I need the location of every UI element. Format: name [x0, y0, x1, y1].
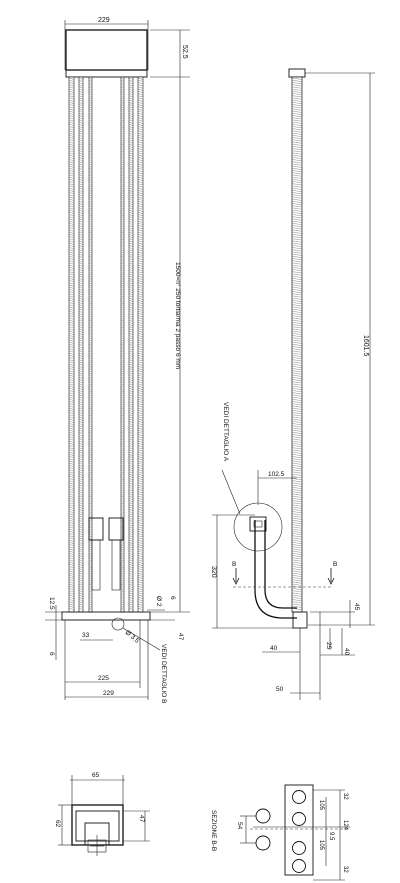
section-mid-dim1: 105 [318, 800, 324, 811]
side-right-small2: 25 [325, 642, 332, 650]
section-bottom-dim: 32 [342, 866, 348, 873]
front-detail-ref: VEDI DETTAGLIO B [160, 644, 167, 703]
section-mid-dim2: 124 [342, 820, 348, 831]
front-overall-height: 1500=n° 250 tortiarma 2 passo 6 mm [174, 262, 182, 369]
bl-side: 47 [138, 815, 145, 823]
bl-height: 62 [54, 820, 61, 828]
section-view: SEZIONE B-B 54 32 105 124 9.5 105 32 [210, 784, 350, 881]
front-bottom-width-outer: 229 [103, 690, 114, 697]
section-arrow-icon [232, 568, 240, 585]
front-inner-offset: 33 [82, 632, 90, 639]
side-overall-height: 1601.5 [362, 335, 369, 357]
front-view: 229 52.5 1500=n° 250 tortiarma 2 passo 6… [45, 17, 190, 703]
front-tube-dia: Ø 2 [155, 596, 162, 607]
side-offset-top: 102.5 [268, 471, 285, 478]
side-height-left: 320 [210, 566, 217, 578]
section-arrow-icon [327, 568, 335, 585]
section-left-dim: 54 [236, 822, 243, 830]
front-coil-hatching [68, 77, 144, 610]
front-bend-dia: Ø 3.5 [124, 629, 141, 645]
side-right-small3: 40 [343, 648, 350, 656]
front-header-height: 52.5 [181, 45, 188, 59]
section-label-right: B [333, 561, 337, 568]
front-bottom-gap: 47 [177, 633, 184, 641]
section-top-dim: 32 [342, 793, 348, 800]
front-right-offset: 6 [169, 596, 176, 600]
section-title: SEZIONE B-B [210, 810, 217, 851]
bl-width: 65 [92, 772, 100, 779]
front-left-offset: 12.5 [48, 597, 55, 610]
section-mid-dim3: 9.5 [328, 832, 334, 841]
side-bottom-width: 50 [276, 686, 284, 693]
section-label-left: B [232, 561, 236, 568]
side-detail-ref: VEDI DETTAGLIO A [222, 402, 229, 462]
side-right-small: 45 [353, 603, 360, 611]
side-coil-hatching [291, 77, 303, 610]
section-lower-dim: 105 [318, 840, 324, 851]
bottom-left-view: 65 62 47 [54, 772, 150, 856]
front-bottom-width-inner: 225 [98, 675, 109, 682]
side-bottom-left: 40 [270, 645, 278, 652]
front-left-lower: 6 [48, 652, 55, 656]
side-view: 1601.5 VEDI DETTAGLIO A 102.5 320 B B [210, 68, 375, 700]
front-top-width: 229 [98, 17, 110, 24]
